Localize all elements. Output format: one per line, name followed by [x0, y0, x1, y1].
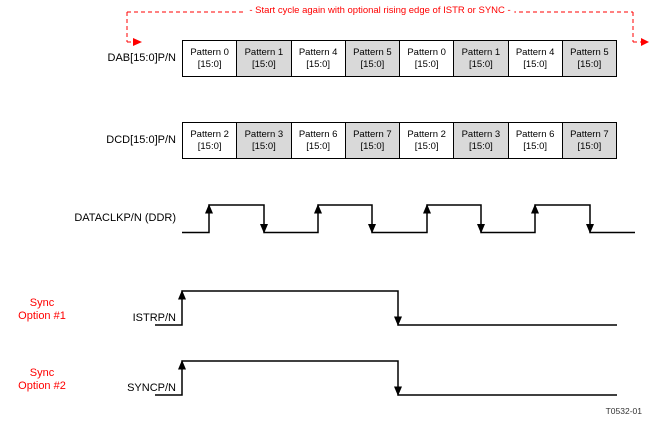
pattern-box: Pattern 6 [15:0] — [291, 122, 346, 159]
pattern-bits: [15:0] — [251, 140, 276, 152]
pattern-name: Pattern 3 — [461, 128, 501, 140]
sync-option-1-line1: Sync — [29, 297, 55, 309]
pattern-name: Pattern 5 — [570, 46, 609, 58]
pattern-box: Pattern 5 [15:0] — [562, 40, 617, 77]
pattern-box: Pattern 3 [15:0] — [237, 122, 292, 159]
dcd-label: DCD[15:0]P/N — [106, 134, 176, 146]
pattern-bits: [15:0] — [197, 58, 222, 70]
pattern-name: Pattern 0 — [190, 46, 229, 58]
pattern-bits: [15:0] — [414, 58, 439, 70]
pattern-bits: [15:0] — [523, 58, 548, 70]
pattern-box: Pattern 5 [15:0] — [345, 40, 400, 77]
pattern-name: Pattern 7 — [353, 128, 392, 140]
pattern-bits: [15:0] — [360, 140, 385, 152]
pattern-name: Pattern 0 — [407, 46, 446, 58]
sync-option-2-line1: Sync — [29, 367, 55, 379]
dataclk-waveform — [182, 204, 635, 234]
sync-option-2-line2: Option #2 — [18, 380, 66, 392]
pattern-name: Pattern 6 — [515, 128, 555, 140]
pattern-box: Pattern 0 [15:0] — [400, 40, 455, 77]
pattern-box: Pattern 4 [15:0] — [508, 40, 563, 77]
pattern-bits: [15:0] — [577, 140, 602, 152]
pattern-box: Pattern 7 [15:0] — [345, 122, 400, 159]
dataclk-label: DATACLKP/N (DDR) — [74, 212, 176, 224]
pattern-bits: [15:0] — [468, 140, 493, 152]
istr-waveform — [155, 290, 617, 326]
pattern-name: Pattern 5 — [353, 46, 392, 58]
pattern-name: Pattern 7 — [570, 128, 609, 140]
cycle-repeat-arrow-left — [133, 38, 142, 46]
dataclk-edge-arrows — [205, 204, 594, 234]
cycle-repeat-arrow-right — [641, 38, 649, 46]
pattern-box: Pattern 7 [15:0] — [562, 122, 617, 159]
pattern-box: Pattern 6 [15:0] — [508, 122, 563, 159]
istr-label: ISTRP/N — [132, 312, 176, 324]
pattern-box: Pattern 2 [15:0] — [183, 122, 238, 159]
sync-option-2-label: Sync Option #2 — [8, 367, 76, 393]
dcd-bus-row: Pattern 2 [15:0] Pattern 3 [15:0] Patter… — [182, 122, 617, 159]
pattern-box: Pattern 1 [15:0] — [454, 40, 509, 77]
dab-label: DAB[15:0]P/N — [107, 52, 176, 64]
sync-label: SYNCP/N — [127, 382, 176, 394]
pattern-name: Pattern 1 — [461, 46, 501, 58]
figure-id: T0532-01 — [605, 406, 642, 416]
pattern-bits: [15:0] — [306, 58, 331, 70]
pattern-box: Pattern 4 [15:0] — [291, 40, 346, 77]
pattern-box: Pattern 3 [15:0] — [454, 122, 509, 159]
pattern-bits: [15:0] — [251, 58, 276, 70]
dab-bus-row: Pattern 0 [15:0] Pattern 1 [15:0] Patter… — [182, 40, 617, 77]
pattern-bits: [15:0] — [577, 58, 602, 70]
pattern-name: Pattern 4 — [298, 46, 338, 58]
pattern-name: Pattern 4 — [515, 46, 555, 58]
sync-edge-arrows — [178, 360, 402, 396]
pattern-box: Pattern 2 [15:0] — [400, 122, 455, 159]
pattern-box: Pattern 0 [15:0] — [183, 40, 238, 77]
pattern-bits: [15:0] — [197, 140, 222, 152]
pattern-name: Pattern 2 — [407, 128, 446, 140]
pattern-bits: [15:0] — [360, 58, 385, 70]
pattern-bits: [15:0] — [523, 140, 548, 152]
pattern-name: Pattern 1 — [244, 46, 284, 58]
pattern-bits: [15:0] — [468, 58, 493, 70]
pattern-bits: [15:0] — [414, 140, 439, 152]
pattern-box: Pattern 1 [15:0] — [237, 40, 292, 77]
sync-option-1-line2: Option #1 — [18, 310, 66, 322]
cycle-repeat-annotation — [126, 11, 641, 43]
pattern-name: Pattern 3 — [244, 128, 284, 140]
pattern-name: Pattern 6 — [298, 128, 338, 140]
pattern-name: Pattern 2 — [190, 128, 229, 140]
pattern-bits: [15:0] — [306, 140, 331, 152]
cycle-annotation-text: - Start cycle again with optional rising… — [245, 5, 515, 16]
sync-option-1-label: Sync Option #1 — [8, 297, 76, 323]
istr-edge-arrows — [178, 290, 402, 326]
sync-waveform — [155, 360, 617, 396]
